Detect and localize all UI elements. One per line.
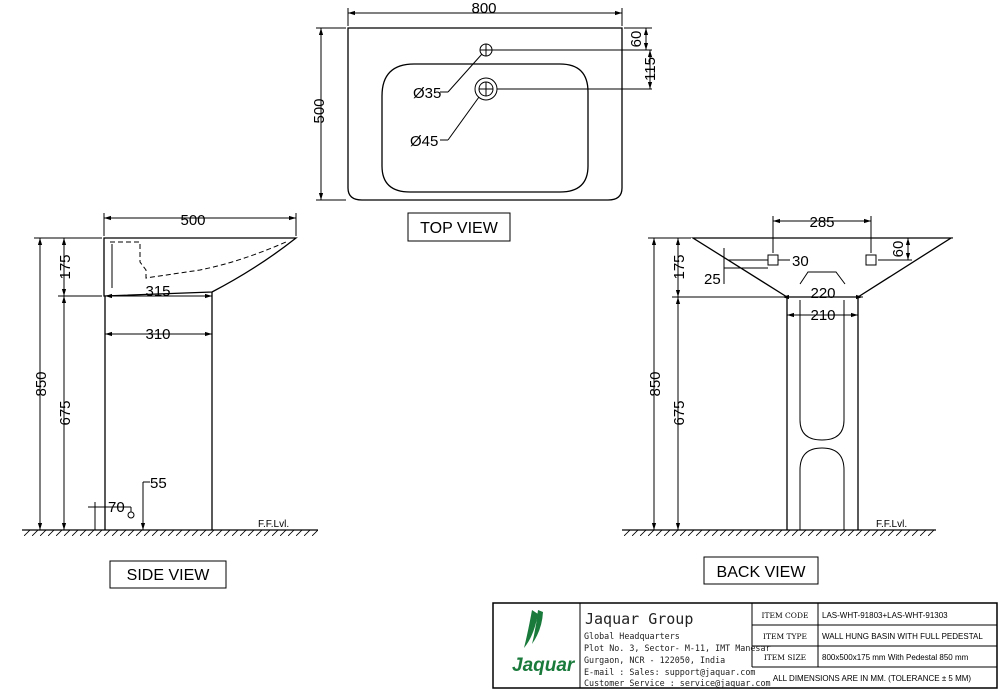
side-floor-label: F.F.Lvl. (258, 519, 289, 530)
back-hole-offset-dim: 60 (890, 241, 907, 258)
back-edge-dim: 25 (704, 271, 721, 288)
side-bowl-inner (110, 241, 287, 279)
company-name: Jaquar Group (585, 610, 693, 628)
item-size-value: 800x500x175 mm With Pedestal 850 mm (822, 653, 969, 662)
back-view-label-box (703, 556, 819, 585)
back-hole-size-dim: 30 (792, 253, 809, 270)
side-basin-height-dim: 175 (57, 254, 74, 279)
top-view: 800 500 60 115 Ø35 Ø45 TOP VIEW (311, 0, 659, 242)
top-basin-outline (347, 27, 623, 201)
tap-hole-dim: Ø35 (413, 85, 441, 102)
top-view-label: TOP VIEW (420, 220, 499, 237)
waste-hole-dim: Ø45 (410, 133, 438, 150)
top-offset-a-dim: 60 (628, 31, 645, 48)
back-total-height-dim: 850 (647, 371, 664, 396)
back-pedestal (786, 297, 859, 530)
back-view: 285 60 30 25 220 210 850 175 675 F.F.Lvl… (622, 214, 954, 585)
top-bowl-outline (381, 63, 589, 193)
side-view: 500 315 310 850 175 675 55 70 F.F.Lvl. S… (22, 212, 318, 589)
back-waste-outlet (799, 271, 846, 285)
side-view-label-box (109, 560, 227, 589)
item-type-key: ITEM TYPE (763, 632, 807, 641)
item-code-key: ITEM CODE (762, 611, 809, 620)
address-line-2: Plot No. 3, Sector- M-11, IMT Manesar (584, 643, 771, 653)
back-pedestal-lower-cutout (799, 447, 845, 530)
top-view-label-box (407, 212, 511, 242)
side-view-label: SIDE VIEW (127, 567, 211, 584)
back-pedestal-height-dim: 675 (671, 400, 688, 425)
top-width-dim: 800 (471, 0, 496, 17)
back-floor-hatch (622, 530, 936, 536)
side-basin-outline (103, 237, 298, 297)
back-view-label: BACK VIEW (717, 564, 807, 581)
back-pedestal-upper-cutout (799, 300, 845, 441)
back-bottom-width-dim: 210 (810, 307, 835, 324)
back-basin-height-dim: 175 (671, 254, 688, 279)
logo-wordmark: Jaquar (512, 655, 576, 676)
back-holes-span-dim: 285 (809, 214, 834, 231)
side-total-height-dim: 850 (33, 371, 50, 396)
side-pedestal-height-dim: 675 (57, 400, 74, 425)
contact-email: E-mail : Sales: support@jaquar.com (584, 667, 755, 677)
title-block: Jaquar Jaquar Group Global Headquarters … (492, 602, 998, 689)
side-floor-hatch (22, 530, 318, 536)
back-hole-right (865, 254, 877, 266)
item-size-key: ITEM SIZE (764, 653, 806, 662)
side-lip-dim: 315 (145, 283, 170, 300)
side-pedestal-width-dim: 310 (145, 326, 170, 343)
logo-swoosh-icon (524, 610, 538, 648)
item-code-value: LAS-WHT-91803+LAS-WHT-91303 (822, 611, 948, 620)
back-top-width-dim: 220 (810, 285, 835, 302)
side-pipe-b-dim: 70 (108, 499, 125, 516)
address-line-1: Global Headquarters (584, 631, 680, 641)
top-depth-dim: 500 (311, 98, 328, 123)
side-pipe (127, 511, 135, 519)
item-type-value: WALL HUNG BASIN WITH FULL PEDESTAL (822, 632, 983, 641)
jaquar-logo: Jaquar (512, 610, 576, 676)
back-floor-label: F.F.Lvl. (876, 519, 907, 530)
side-width-dim: 500 (180, 212, 205, 229)
top-offset-b-dim: 115 (642, 57, 659, 81)
address-line-3: Gurgaon, NCR - 122050, India (584, 655, 725, 665)
contact-service: Customer Service : service@jaquar.com (584, 678, 771, 688)
tolerance-note: ALL DIMENSIONS ARE IN MM. (TOLERANCE ± 5… (773, 674, 972, 683)
back-hole-left (767, 254, 779, 266)
side-pipe-a-dim: 55 (150, 475, 167, 492)
